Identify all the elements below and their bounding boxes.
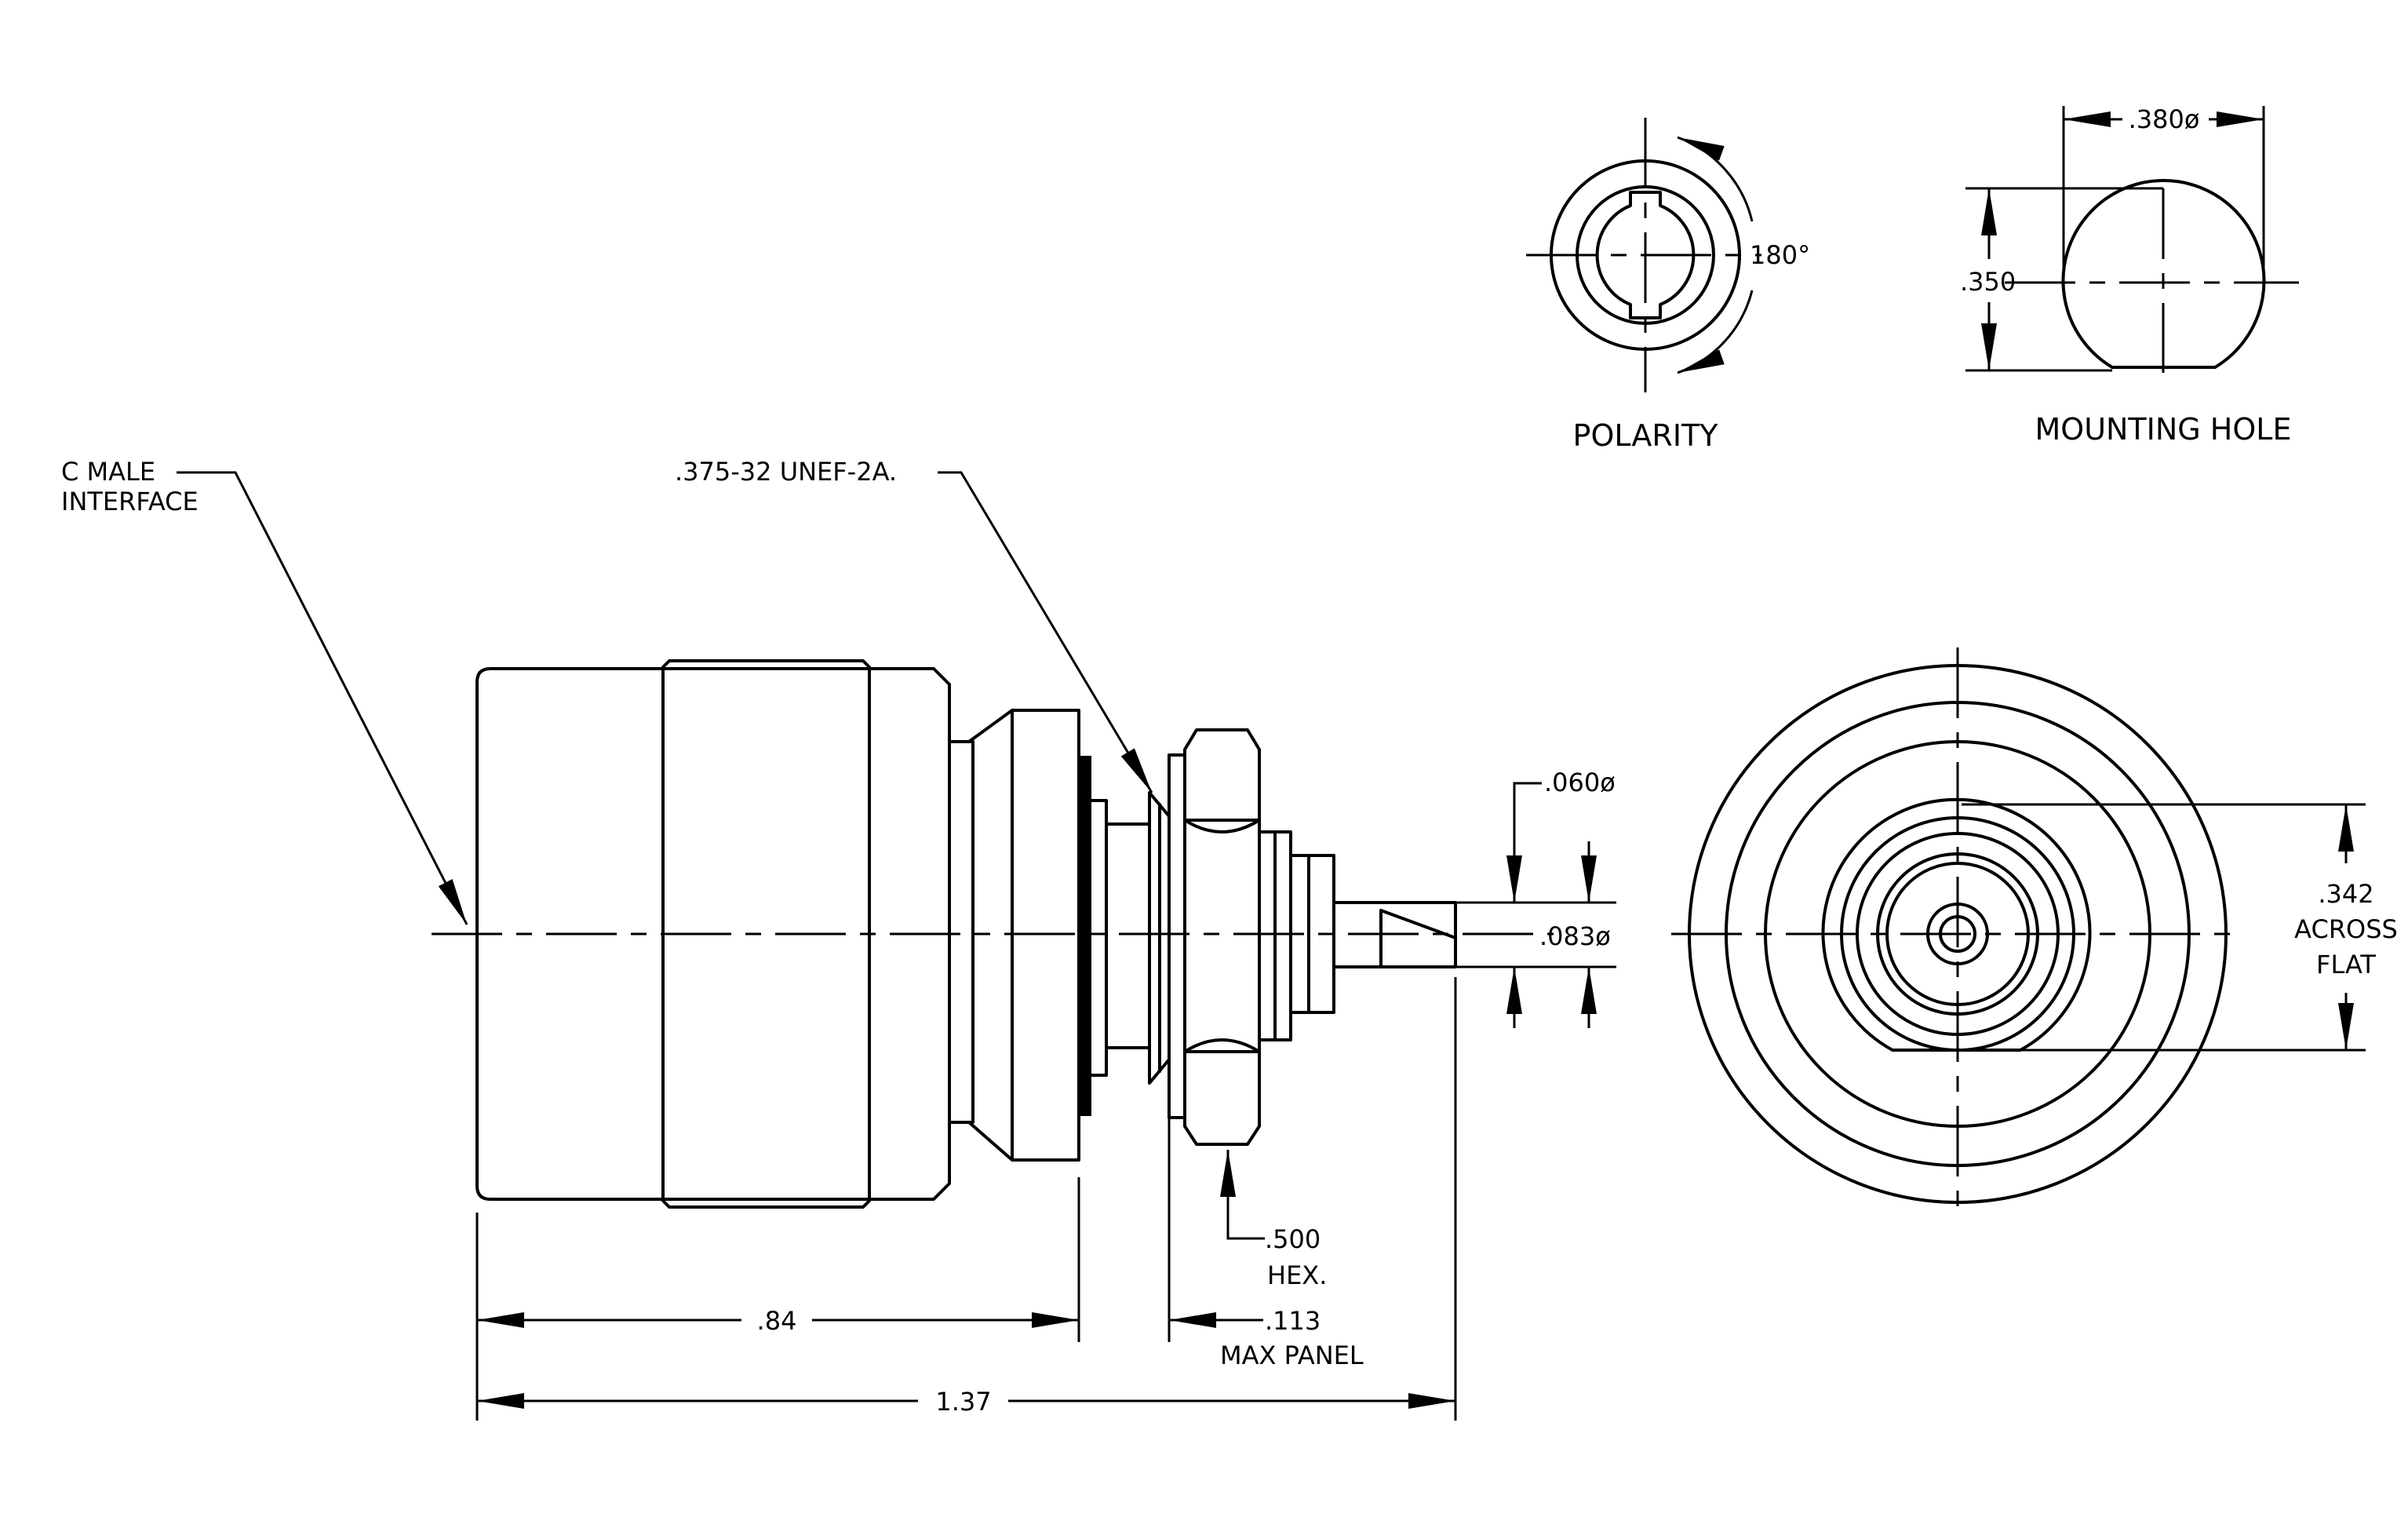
mounting-hole-title: MOUNTING HOLE: [2035, 412, 2292, 447]
hex-label: HEX.: [1267, 1260, 1327, 1290]
dim-342: .342: [2318, 879, 2373, 909]
c-male-label-2: INTERFACE: [61, 487, 199, 516]
knurled-band: [661, 659, 871, 1209]
thread-leader: [938, 471, 1153, 793]
dim-380: .380ø: [2129, 104, 2200, 134]
angle-label: 180°: [1750, 240, 1810, 270]
c-male-label-1: C MALE: [61, 457, 155, 487]
hex-nut: [1183, 728, 1261, 1146]
threaded-section: [1088, 799, 1108, 1077]
polarity-key: [1595, 191, 1696, 319]
across-label: ACROSS: [2294, 914, 2398, 944]
dim-84: .84: [757, 1306, 797, 1336]
thread-label: .375-32 UNEF-2A.: [675, 457, 897, 487]
gasket: [1077, 756, 1091, 1116]
c-male-leader: [177, 471, 468, 925]
body-step: [948, 740, 974, 1124]
dim-060: .060ø: [1544, 768, 1616, 797]
dim-350: .350: [1960, 267, 2016, 297]
max-panel-label: MAX PANEL: [1220, 1340, 1364, 1370]
washer: [1168, 753, 1186, 1119]
mounting-hole-shape: [2061, 179, 2266, 369]
mounting-hole-view: .380ø .350 MOUNTING HOLE: [1960, 104, 2299, 447]
dim-500: .500: [1265, 1224, 1321, 1254]
flat-label: FLAT: [2316, 950, 2376, 979]
polarity-arc-top: [1677, 136, 1754, 222]
polarity-view: 180° POLARITY: [1526, 118, 1810, 453]
dim-113: .113: [1265, 1306, 1321, 1336]
side-view: [432, 659, 1554, 1209]
dim-083: .083ø: [1539, 921, 1611, 951]
polarity-title: POLARITY: [1573, 418, 1719, 453]
polarity-arc-bottom: [1677, 290, 1754, 374]
coupling-nut: [475, 667, 951, 1201]
side-dimensions: .84 1.37 .113 MAX PANEL .500 HEX. .060ø …: [61, 457, 1616, 1421]
end-view-flat-body: [1821, 797, 2092, 1052]
dim-137: 1.37: [935, 1387, 991, 1417]
end-view: .342 ACROSS FLAT: [1671, 647, 2398, 1220]
